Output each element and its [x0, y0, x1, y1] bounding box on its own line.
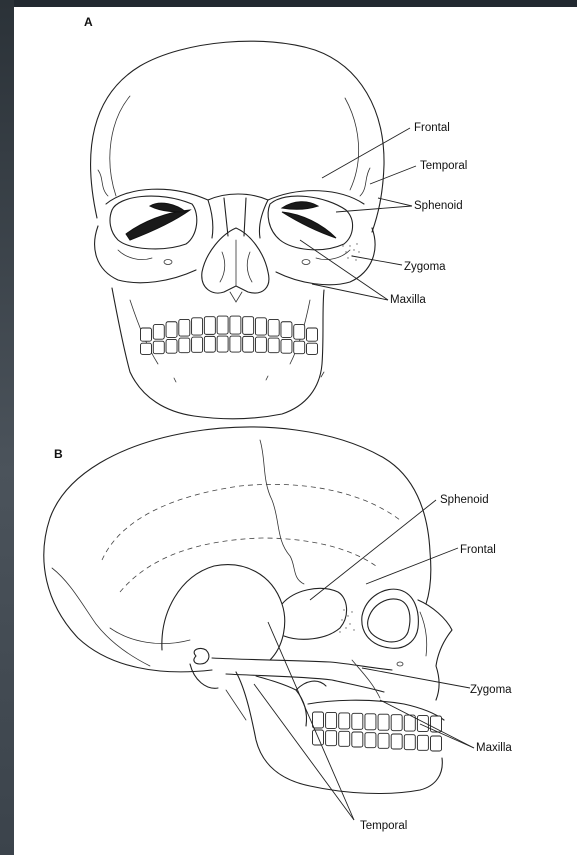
- front-label-temporal: Temporal: [420, 160, 467, 172]
- lateral-lower-tooth: [391, 734, 402, 749]
- front-foramen-left: [164, 260, 172, 265]
- lateral-label-frontal: Frontal: [460, 544, 496, 556]
- lateral-temporal-line-outer: [102, 484, 400, 560]
- front-leader-lines: [300, 128, 416, 300]
- front-cranium-outline: [91, 41, 384, 232]
- front-upper-tooth: [204, 317, 215, 335]
- front-sphenoid-stipple: [342, 243, 359, 260]
- front-upper-tooth: [153, 325, 164, 340]
- panel-b-letter: B: [54, 447, 63, 461]
- lateral-temporal-squama: [162, 565, 285, 660]
- lateral-teeth: [313, 712, 442, 751]
- front-label-sphenoid: Sphenoid: [414, 200, 463, 212]
- lateral-temporal-line-inner: [120, 538, 376, 592]
- lateral-external-ear-canal: [194, 648, 209, 664]
- front-nasal-bones: [208, 198, 268, 238]
- lateral-lower-tooth: [417, 735, 428, 750]
- lateral-foramen: [397, 662, 403, 666]
- front-upper-tooth: [243, 317, 254, 335]
- front-orbit-fissure-left: [126, 210, 190, 240]
- front-upper-tooth: [230, 316, 241, 334]
- front-upper-tooth: [255, 318, 266, 335]
- lateral-orbit-inner: [368, 599, 410, 642]
- front-lower-tooth: [217, 336, 228, 352]
- front-lower-tooth: [268, 338, 279, 353]
- front-upper-tooth: [166, 322, 177, 338]
- front-mental-mark-left: [174, 378, 176, 382]
- front-upper-tooth: [217, 316, 228, 334]
- front-cheek-right: [276, 228, 375, 285]
- lateral-skull: [44, 427, 452, 793]
- front-nasal-septum: [220, 240, 252, 286]
- front-upper-tooth: [192, 318, 203, 335]
- lateral-label-sphenoid: Sphenoid: [440, 494, 489, 506]
- front-upper-tooth: [268, 319, 279, 336]
- lateral-nasal-profile: [418, 600, 452, 700]
- front-label-maxilla: Maxilla: [390, 294, 426, 306]
- front-lower-tooth: [153, 341, 164, 354]
- front-mental-mark-far: [321, 372, 324, 377]
- front-upper-tooth: [141, 328, 152, 341]
- front-mental-mark-right: [266, 376, 268, 380]
- front-lower-tooth: [281, 339, 292, 353]
- front-lower-tooth: [307, 343, 318, 354]
- front-lower-tooth: [204, 336, 215, 352]
- front-upper-tooth: [294, 325, 305, 340]
- lateral-squamosal-suture: [110, 628, 190, 644]
- front-lower-tooth: [230, 336, 241, 352]
- front-temporal-line-right: [345, 98, 359, 190]
- front-lower-tooth: [141, 343, 152, 354]
- front-lower-tooth: [166, 339, 177, 353]
- lateral-lower-tooth: [339, 731, 350, 746]
- lateral-styloid: [226, 690, 246, 720]
- lateral-coronal-suture: [260, 440, 304, 584]
- front-label-zygoma: Zygoma: [404, 261, 446, 273]
- front-foramen-right: [302, 260, 310, 265]
- lateral-lower-tooth: [326, 731, 337, 746]
- lateral-lower-tooth: [365, 733, 376, 748]
- panel-a-letter: A: [84, 15, 93, 29]
- front-orbit-shadow-left: [150, 203, 186, 212]
- lateral-upper-tooth: [378, 714, 389, 730]
- lateral-upper-tooth: [326, 712, 337, 728]
- front-lower-tooth: [179, 338, 190, 353]
- front-lower-tooth: [192, 337, 203, 352]
- front-lower-tooth: [294, 341, 305, 354]
- front-cheek-left: [95, 226, 196, 283]
- lateral-lower-tooth: [404, 735, 415, 750]
- lateral-mastoid: [190, 664, 218, 688]
- lateral-lower-tooth: [378, 733, 389, 748]
- lateral-upper-tooth: [365, 714, 376, 730]
- front-nasal-spine: [230, 292, 242, 302]
- front-suture-left: [98, 170, 108, 196]
- lateral-upper-tooth: [313, 712, 324, 728]
- lateral-mandible-ramus: [256, 676, 307, 726]
- lateral-label-maxilla: Maxilla: [476, 742, 512, 754]
- front-temporal-line-left: [110, 96, 130, 196]
- lateral-lambdoid-suture: [52, 568, 150, 666]
- front-upper-tooth: [179, 319, 190, 336]
- front-label-frontal: Frontal: [414, 122, 450, 134]
- lateral-label-zygoma: Zygoma: [470, 684, 512, 696]
- front-suture-right: [360, 168, 370, 196]
- front-teeth: [141, 316, 318, 354]
- lateral-coronoid: [296, 681, 326, 690]
- front-orbit-fissure-right: [282, 212, 336, 238]
- front-skull: [91, 41, 384, 419]
- front-orbit-shadow-right: [282, 202, 318, 210]
- front-zygoma-suture-left: [118, 250, 152, 260]
- lateral-nasal-inner: [420, 612, 427, 656]
- front-upper-tooth: [307, 328, 318, 341]
- lateral-upper-tooth: [339, 713, 350, 729]
- lateral-label-temporal: Temporal: [360, 820, 407, 832]
- front-lower-tooth: [243, 336, 254, 352]
- lateral-upper-tooth: [352, 713, 363, 729]
- lateral-upper-tooth: [391, 715, 402, 731]
- lateral-lower-tooth: [431, 736, 442, 751]
- lateral-lower-tooth: [352, 732, 363, 747]
- front-upper-tooth: [281, 322, 292, 338]
- front-lower-tooth: [255, 337, 266, 352]
